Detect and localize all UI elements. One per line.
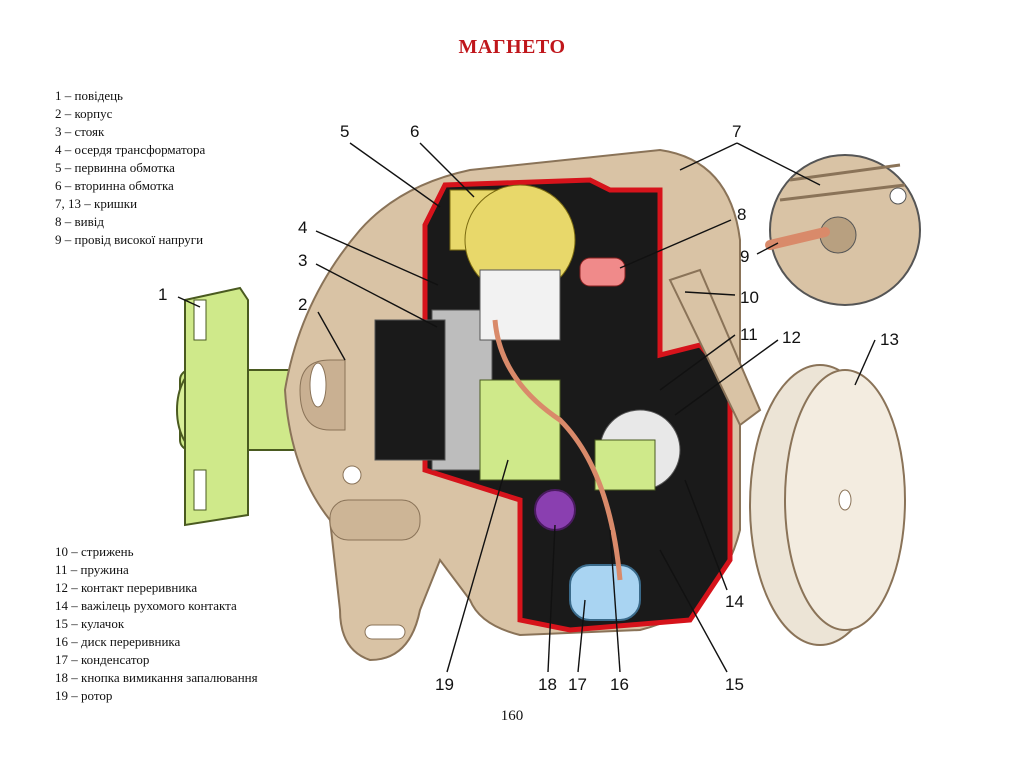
callout-8: 8 xyxy=(737,205,746,224)
legend-item: 2 – корпус xyxy=(55,106,113,121)
legend-item: 14 – важілець рухомого контакта xyxy=(55,598,237,613)
callout-13: 13 xyxy=(880,330,899,349)
legend-item: 12 – контакт переривника xyxy=(55,580,198,595)
callout-15: 15 xyxy=(725,675,744,694)
callout-2: 2 xyxy=(298,295,307,314)
callout-14: 14 xyxy=(725,592,744,611)
legend-bottom: 10 – стрижень 11 – пружина 12 – контакт … xyxy=(55,543,258,705)
callout-4: 4 xyxy=(298,218,307,237)
callout-9: 9 xyxy=(740,247,749,266)
legend-item: 5 – первинна обмотка xyxy=(55,160,175,175)
legend-top: 1 – повідець 2 – корпус 3 – стояк 4 – ос… xyxy=(55,87,205,249)
legend-item: 3 – стояк xyxy=(55,124,105,139)
legend-item: 7, 13 – кришки xyxy=(55,196,138,211)
legend-item: 10 – стрижень xyxy=(55,544,134,559)
legend-item: 6 – вторинна обмотка xyxy=(55,178,174,193)
callout-3: 3 xyxy=(298,251,307,270)
legend-item: 9 – провід високої напруги xyxy=(55,232,204,247)
callout-6: 6 xyxy=(410,122,419,141)
legend-item: 8 – вивід xyxy=(55,214,104,229)
cover-disc xyxy=(749,364,906,646)
callout-5: 5 xyxy=(340,122,349,141)
legend-item: 15 – кулачок xyxy=(55,616,125,631)
callout-16: 16 xyxy=(610,675,629,694)
callout-17: 17 xyxy=(568,675,587,694)
legend-item: 4 – осердя трансформатора xyxy=(55,142,206,157)
legend-item: 11 – пружина xyxy=(55,562,129,577)
callout-7: 7 xyxy=(732,122,741,141)
callout-11: 11 xyxy=(740,325,758,344)
callout-10: 10 xyxy=(740,288,759,307)
leader-lines xyxy=(177,142,876,673)
callout-19: 19 xyxy=(435,675,454,694)
diagram-title: МАГНЕТО xyxy=(458,36,566,58)
rod xyxy=(668,268,762,427)
legend-item: 19 – ротор xyxy=(55,688,113,703)
legend-item: 1 – повідець xyxy=(55,88,123,103)
callout-1: 1 xyxy=(158,285,167,304)
callout-labels: 1 2 3 4 5 6 7 8 9 10 11 12 13 14 15 16 1… xyxy=(158,122,899,694)
cutaway-interior xyxy=(374,177,733,633)
callout-12: 12 xyxy=(782,328,801,347)
legend-item: 16 – диск переривника xyxy=(55,634,181,649)
legend-item: 18 – кнопка вимикання запалювання xyxy=(55,670,258,685)
inset-magnifier xyxy=(765,154,921,306)
page-number: 160 xyxy=(500,708,524,724)
callout-18: 18 xyxy=(538,675,557,694)
legend-item: 17 – конденсатор xyxy=(55,652,150,667)
